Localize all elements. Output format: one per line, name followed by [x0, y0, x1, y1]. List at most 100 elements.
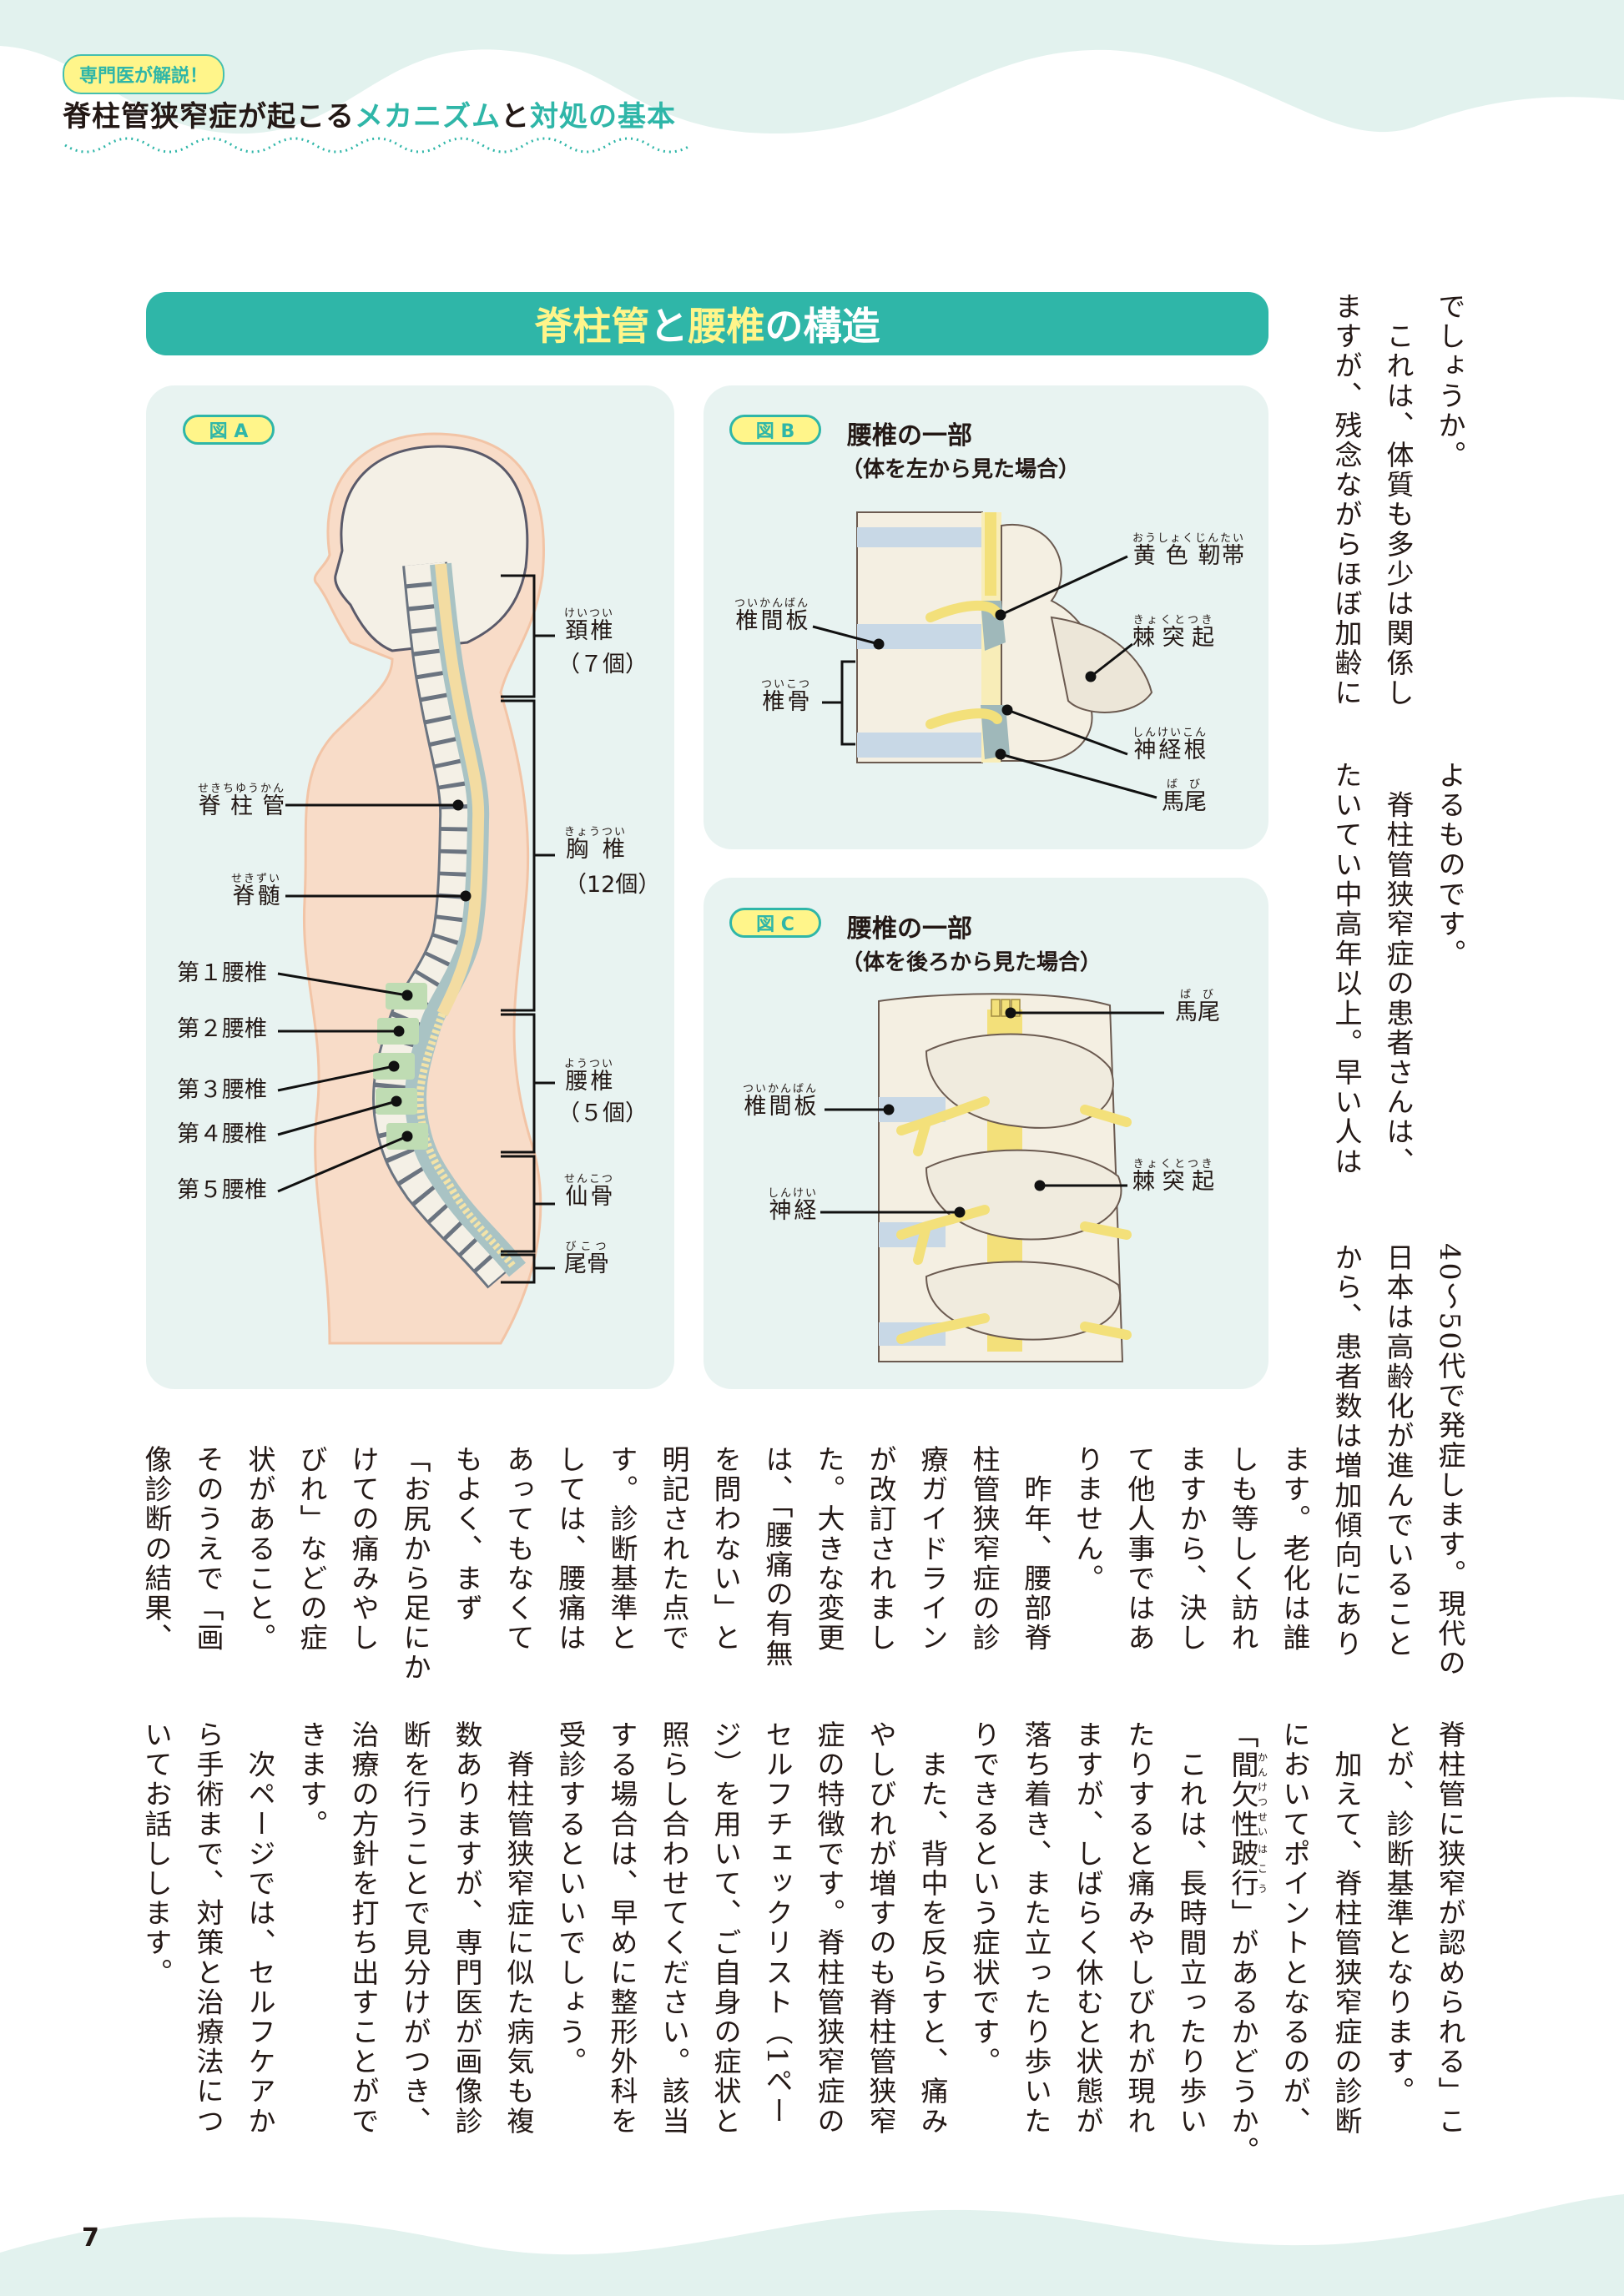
text-column: きます。 — [295, 1720, 328, 1840]
figure-a-brackets — [501, 574, 555, 1284]
text-column: セルフチェックリスト（1ペー — [761, 1720, 794, 2127]
label-lumbar-5: 第５腰椎 — [177, 1177, 267, 1203]
label-thoracic: 胸 椎きょうつい — [564, 826, 628, 863]
text-column: 次ページでは、セルフケアか — [244, 1720, 276, 2137]
body-text-tier-4: 脊柱管に狭窄が認められる」ことが、診断基準となります。 加えて、脊柱管狭窄症の診… — [130, 1720, 1475, 2166]
text-column: 断を行うことで見分けがつき、 — [399, 1720, 431, 2137]
text-column: 「お尻から足にか — [399, 1445, 431, 1683]
label-nerve: 神経しんけい — [768, 1187, 819, 1224]
body-silhouette — [302, 432, 545, 1345]
figure-b-leader-lines — [812, 555, 1157, 799]
text-column: これは、体質も多少は関係し — [1382, 292, 1415, 708]
label-lumbar-2: 第２腰椎 — [177, 1016, 267, 1042]
text-column: たいてい中高年以上。早い人は — [1330, 761, 1363, 1177]
expert-badge: 専門医が解説！ — [63, 54, 224, 94]
body-text-tier-3: 40〜50代で発症します。現代の日本は高齢化が進んでいることから、患者数は増加傾… — [130, 1243, 1475, 1683]
body-text-tier-2: よるものです。 脊柱管狭窄症の患者さんは、たいてい中高年以上。早い人は — [1320, 761, 1475, 1176]
text-column: 脊柱管狭窄症に似た病気も複 — [502, 1720, 535, 2137]
label-spinous-process: 棘 突 起きょくとつき — [1132, 614, 1215, 651]
banner-part: と — [649, 304, 688, 349]
figure-c-subtitle: （体を後ろから見た場合） — [841, 950, 1102, 975]
label-spinal-cord: 脊髄せきずい — [231, 873, 282, 909]
text-fragment: 間欠性 — [1227, 1750, 1259, 1840]
vertebra-back-view — [878, 993, 1132, 1362]
text-column: しては、腰痛は — [554, 1445, 587, 1654]
label-lumbar-3: 第３腰椎 — [177, 1077, 267, 1103]
text-column: りできるという症状です。 — [968, 1720, 1001, 2077]
section-banner: 脊柱管と腰椎の構造 — [146, 292, 1268, 355]
spine — [371, 561, 526, 1289]
label-cervical-count: （７個） — [557, 652, 648, 677]
text-column: ますが、残念ながらほぼ加齢に — [1330, 292, 1363, 708]
title-dotted-wave — [64, 137, 692, 154]
label-ligamentum-flavum: 黄 色 靭帯おうしょくじんたい — [1132, 532, 1246, 569]
text-column: もよく、まず — [451, 1445, 483, 1624]
text-column: 療ガイドライン — [916, 1445, 949, 1654]
figure-b-badge: 図 B — [729, 415, 821, 445]
text-column: びれ」などの症 — [295, 1445, 328, 1654]
text-column: 明記された点で — [658, 1445, 690, 1654]
text-column: 数ありますが、専門医が画像診 — [451, 1720, 483, 2137]
text-column: 脊柱管に狭窄が認められる」こ — [1434, 1720, 1466, 2137]
label-lumbar-1: 第１腰椎 — [177, 960, 267, 986]
text-column: 症の特徴です。脊柱管狭窄症の — [813, 1720, 845, 2137]
label-cauda-equina: 馬尾ばび — [1162, 778, 1207, 815]
text-column: て他人事ではあ — [1123, 1445, 1156, 1654]
figure-c-leader-lines — [820, 1007, 1164, 1218]
text-column: 柱管狭窄症の診 — [968, 1445, 1001, 1654]
text-column: よるものです。 — [1434, 761, 1466, 969]
figure-b-subtitle: （体を左から見た場合） — [841, 457, 1081, 482]
page-title: 脊柱管狭窄症が起こるメカニズムと対処の基本 — [63, 93, 676, 134]
text-column: とが、診断基準となります。 — [1382, 1720, 1415, 2107]
text-fragment: 「 — [1227, 1720, 1259, 1750]
bottom-wave — [0, 2194, 1624, 2296]
ruby-term: 間欠性かんけつせい — [1227, 1750, 1268, 1840]
text-column: 昨年、腰部脊 — [1020, 1445, 1052, 1654]
label-cervical: 頚椎けいつい — [564, 607, 615, 644]
text-column: ますから、決し — [1175, 1445, 1208, 1654]
text-column: ジ）を用いて、ご自身の症状と — [709, 1720, 742, 2137]
text-column: を問わない」と — [709, 1445, 742, 1654]
text-column: 受診するといいでしょう。 — [554, 1720, 587, 2077]
text-column: 治療の方針を打ち出すことがで — [347, 1720, 380, 2137]
body-text-tier-1: でしょうか。 これは、体質も多少は関係しますが、残念ながらほぼ加齢に — [1320, 292, 1475, 707]
title-accent: メカニズム — [355, 100, 501, 133]
label-vertebra: 椎骨ついこつ — [761, 678, 812, 715]
label-spinal-canal: 脊 柱 管せきちゆうかん — [198, 783, 286, 819]
label-spinous-process: 棘 突 起きょくとつき — [1132, 1158, 1215, 1195]
text-column: しも等しく訪れ — [1227, 1445, 1259, 1654]
text-fragment: 」があるかどうか。 — [1227, 1898, 1259, 2167]
figure-c-title: 腰椎の一部 — [847, 914, 972, 944]
text-column: 「間欠性かんけつせい跛行はこう」があるかどうか。 — [1217, 1720, 1268, 2166]
banner-part: 脊柱管 — [534, 304, 650, 349]
text-column: 40〜50代で発症します。現代の — [1434, 1243, 1466, 1679]
vertebra-side-view — [856, 511, 1153, 763]
text-column: する場合は、早めに整形外科を — [606, 1720, 638, 2137]
banner-part: の構造 — [764, 304, 880, 349]
text-fragment: 跛行 — [1227, 1839, 1259, 1899]
text-column: 日本は高齢化が進んでいること — [1382, 1243, 1415, 1659]
text-column: す。診断基準と — [606, 1445, 638, 1654]
text-column: 落ち着き、また立ったり歩いた — [1020, 1720, 1052, 2137]
text-column: 脊柱管狭窄症の患者さんは、 — [1382, 761, 1415, 1177]
text-column: でしょうか。 — [1434, 292, 1466, 471]
text-column: た。大きな変更 — [813, 1445, 845, 1654]
label-cauda-equina: 馬尾ばび — [1175, 989, 1220, 1025]
text-column: 加えて、脊柱管狭窄症の診断 — [1330, 1720, 1363, 2137]
title-accent: 対処の基本 — [530, 100, 676, 133]
text-column: ら手術まで、対策と治療法につ — [192, 1720, 224, 2137]
text-column: あってもなくて — [502, 1445, 535, 1654]
figure-a-leader-lines — [277, 799, 472, 1193]
ruby-term: 跛行はこう — [1227, 1839, 1268, 1899]
text-column: いてお話しします。 — [140, 1720, 173, 1988]
label-lumbar: 腰椎ようつい — [564, 1058, 615, 1095]
title-part: 脊柱管狭窄症が起こる — [63, 100, 355, 133]
text-column: 照らし合わせてください。該当 — [658, 1720, 690, 2137]
text-column: けての痛みやし — [347, 1445, 380, 1654]
page-number: 7 — [82, 2223, 99, 2253]
text-column: そのうえで「画 — [192, 1445, 224, 1654]
label-coccyx: 尾骨びこつ — [564, 1241, 609, 1277]
label-lumbar-count: （５個） — [557, 1100, 648, 1126]
title-part: と — [501, 100, 530, 133]
